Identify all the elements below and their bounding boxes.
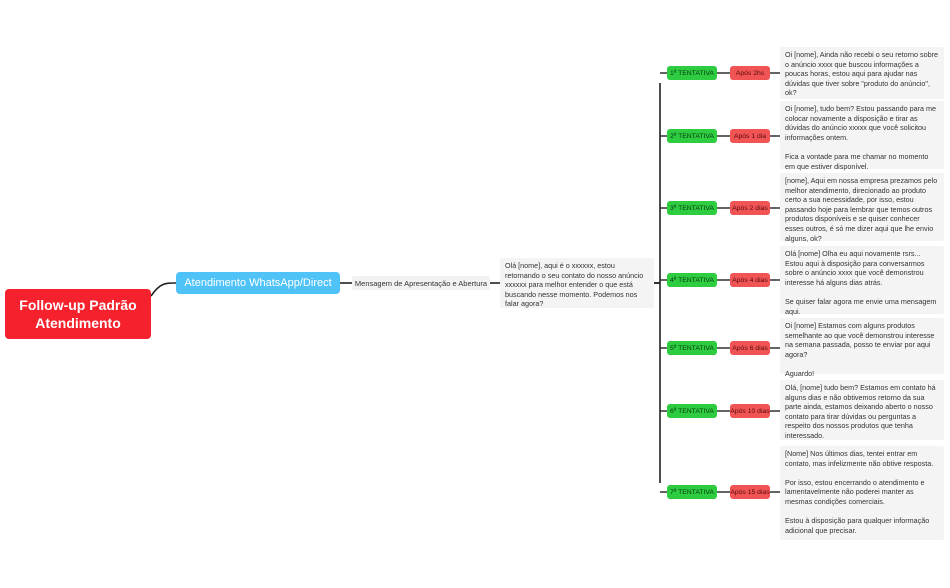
attempt-message-5[interactable]: Oi [nome] Estamos com alguns produtos se… [780, 318, 944, 378]
attempt-delay-1[interactable]: Após 2hs [730, 66, 770, 80]
attempt-message-6[interactable]: Olá, [nome] tudo bem? Estamos em contato… [780, 380, 944, 440]
attempt-message-7[interactable]: [Nome] Nos últimos dias, tentei entrar e… [780, 446, 944, 540]
attempt-message-1[interactable]: Oi [nome], Ainda não recebi o seu retorn… [780, 47, 944, 99]
attempt-label-1[interactable]: 1ª TENTATIVA [667, 66, 717, 80]
root-node[interactable]: Follow-up Padrão Atendimento [5, 289, 151, 339]
channel-node[interactable]: Atendimento WhatsApp/Direct [176, 272, 340, 294]
attempt-message-4[interactable]: Olá [nome] Olha eu aqui novamente rsrs..… [780, 246, 944, 316]
attempt-delay-3[interactable]: Após 2 dias [730, 201, 770, 215]
attempt-label-6[interactable]: 6ª TENTATIVA [667, 404, 717, 418]
attempt-delay-4[interactable]: Após 4 dias [730, 273, 770, 287]
attempt-message-3[interactable]: [nome], Aqui em nossa empresa prezamos p… [780, 173, 944, 243]
attempt-delay-2[interactable]: Após 1 dia [730, 129, 770, 143]
attempt-label-2[interactable]: 2ª TENTATIVA [667, 129, 717, 143]
attempt-delay-6[interactable]: Após 10 dias [730, 404, 770, 418]
attempt-message-2[interactable]: Oi [nome], tudo bem? Estou passando para… [780, 101, 944, 171]
attempt-delay-7[interactable]: Após 15 dias [730, 485, 770, 499]
stage-node[interactable]: Mensagem de Apresentação e Abertura [352, 276, 490, 290]
attempt-label-4[interactable]: 4ª TENTATIVA [667, 273, 717, 287]
attempt-label-3[interactable]: 3ª TENTATIVA [667, 201, 717, 215]
attempt-label-5[interactable]: 5ª TENTATIVA [667, 341, 717, 355]
intro-message[interactable]: Olá [nome], aqui é o xxxxxx, estou retor… [500, 258, 654, 308]
attempt-delay-5[interactable]: Após 6 dias [730, 341, 770, 355]
attempt-label-7[interactable]: 7ª TENTATIVA [667, 485, 717, 499]
